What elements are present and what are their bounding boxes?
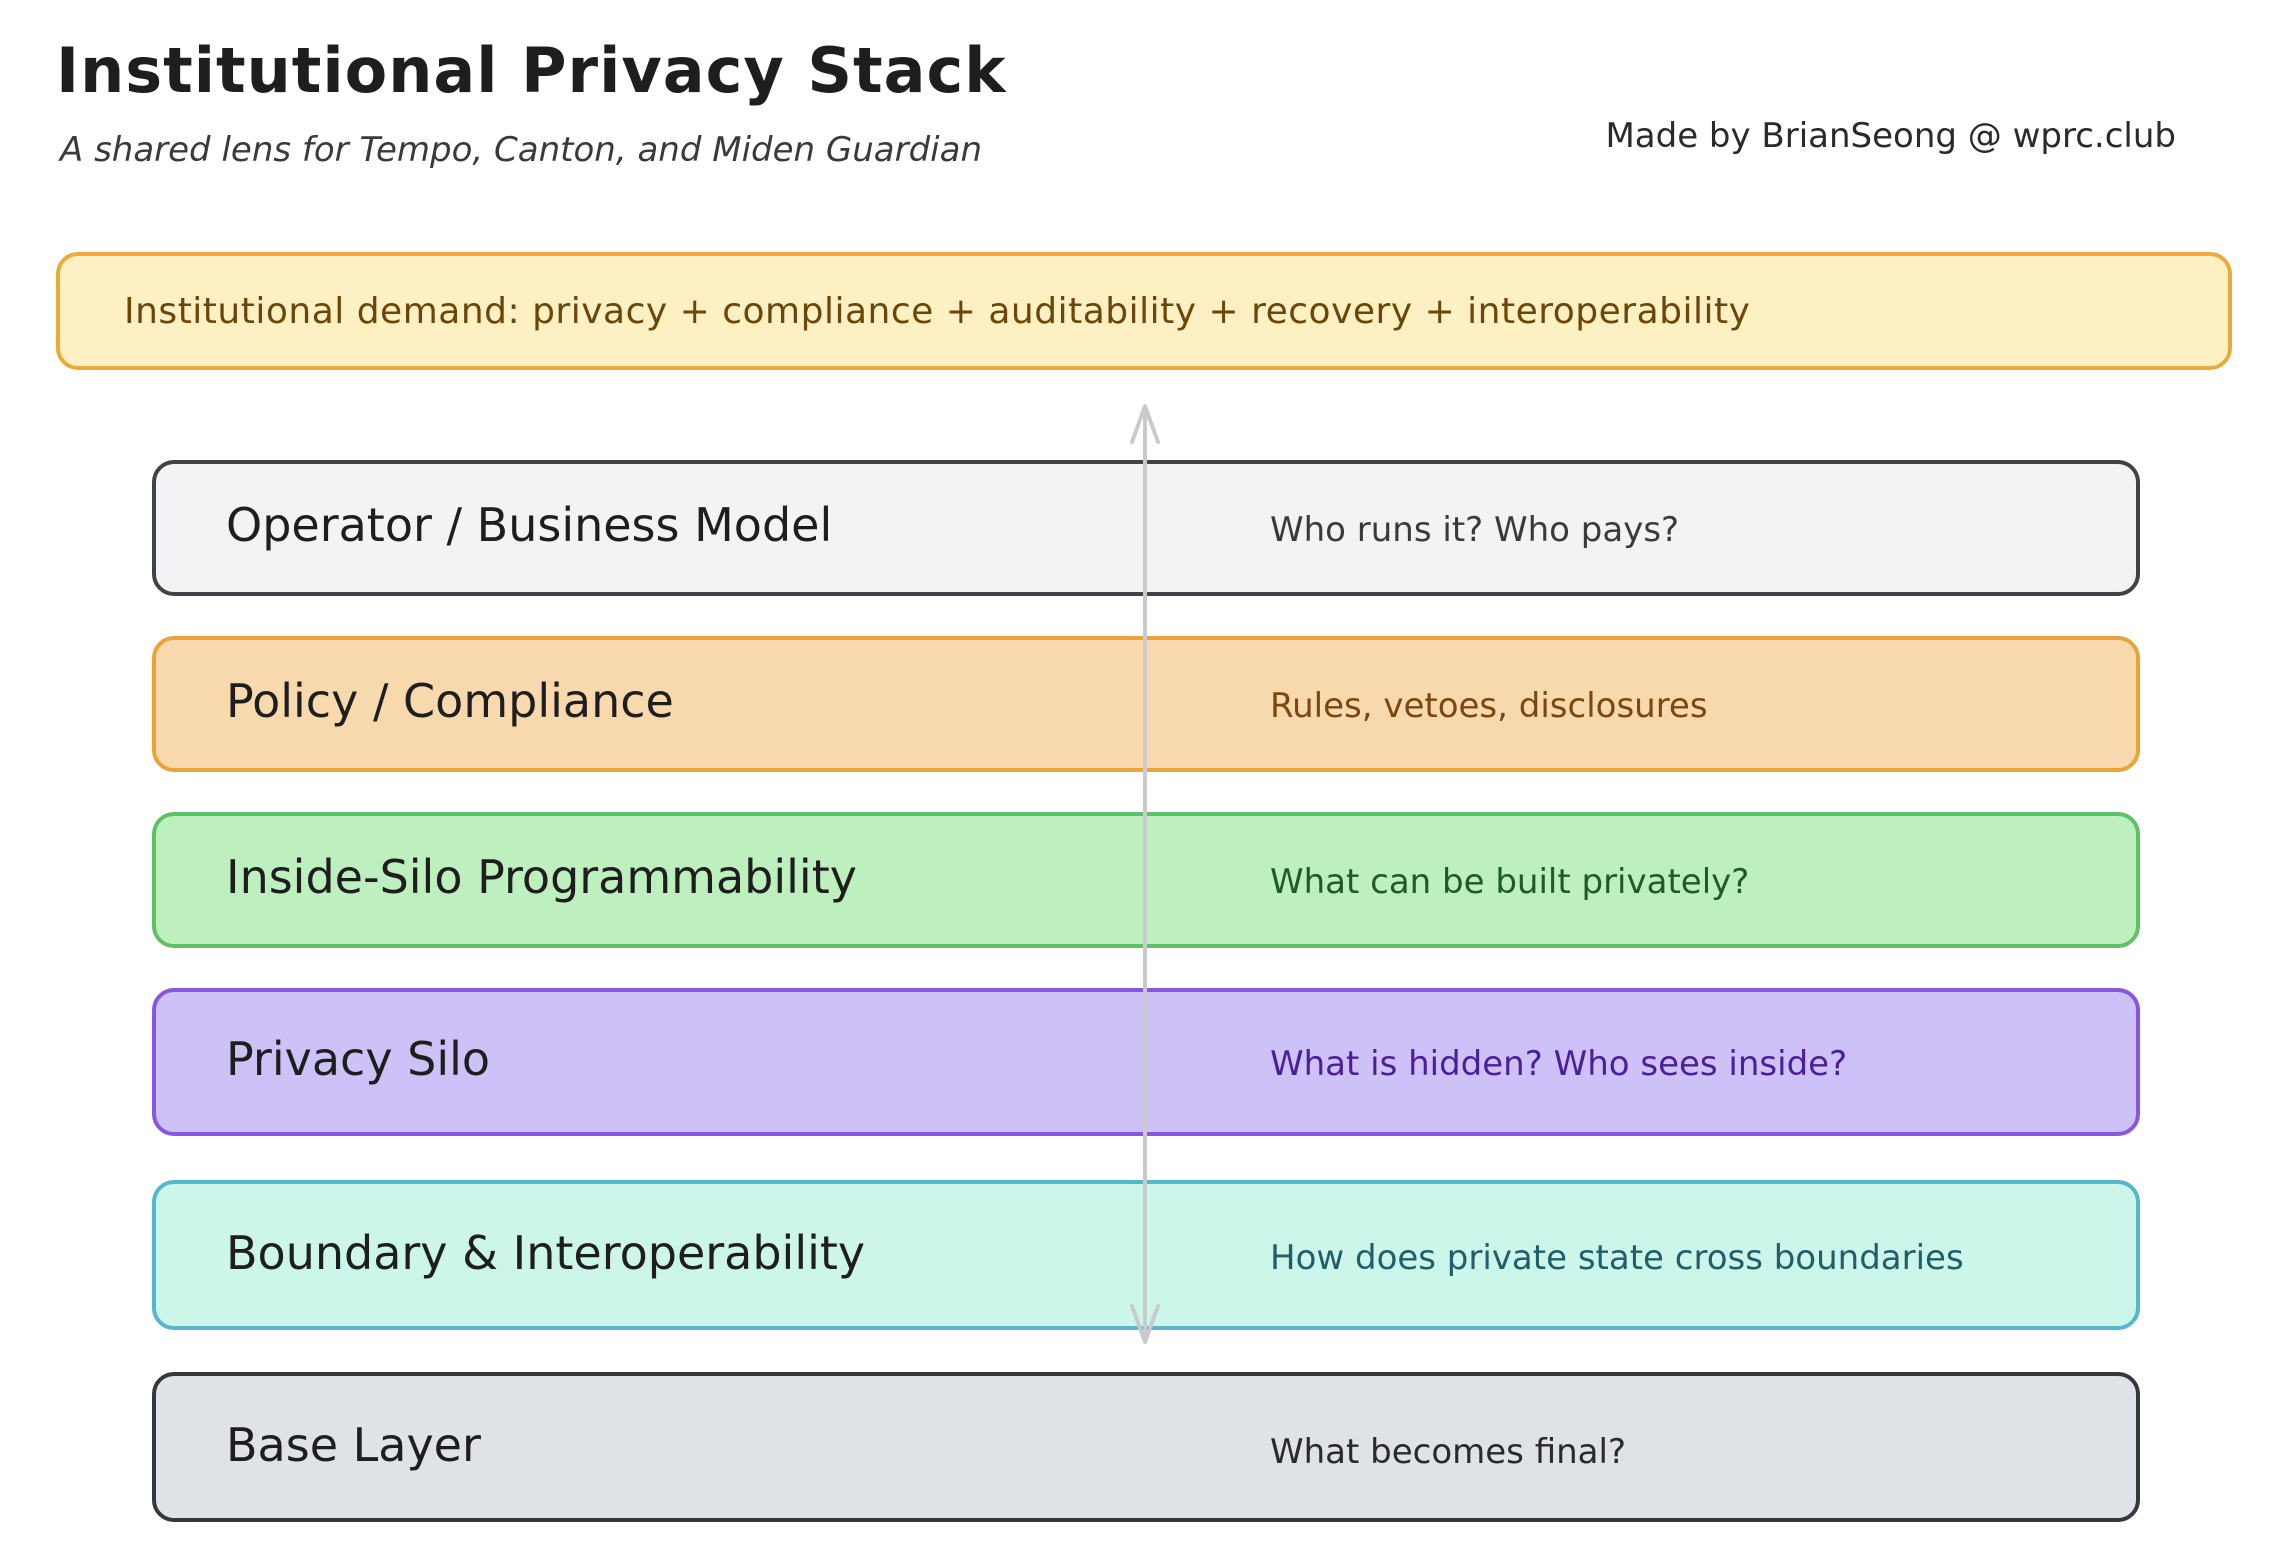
banner-text: Institutional demand: privacy + complian… (124, 290, 1751, 332)
layer-base-layer: Base Layer What becomes final? (152, 1372, 2140, 1522)
diagram-subtitle: A shared lens for Tempo, Canton, and Mid… (60, 130, 983, 170)
layer-question: Rules, vetoes, disclosures (1270, 686, 1708, 726)
layer-question: What is hidden? Who sees inside? (1270, 1044, 1848, 1084)
layer-operator-business-model: Operator / Business Model Who runs it? W… (152, 460, 2140, 596)
layer-title: Boundary & Interoperability (226, 1226, 866, 1280)
layer-title: Inside-Silo Programmability (226, 850, 857, 904)
layer-title: Base Layer (226, 1418, 481, 1472)
layer-question: Who runs it? Who pays? (1270, 510, 1680, 550)
layer-title: Privacy Silo (226, 1032, 491, 1086)
layer-question: What can be built privately? (1270, 862, 1750, 902)
layer-title: Operator / Business Model (226, 498, 833, 552)
layer-question: What becomes final? (1270, 1432, 1626, 1472)
layer-privacy-silo: Privacy Silo What is hidden? Who sees in… (152, 988, 2140, 1136)
diagram-title: Institutional Privacy Stack (56, 34, 1007, 107)
institutional-demand-banner: Institutional demand: privacy + complian… (56, 252, 2232, 370)
layer-boundary-interoperability: Boundary & Interoperability How does pri… (152, 1180, 2140, 1330)
author-credit: Made by BrianSeong @ wprc.club (1605, 116, 2176, 156)
layer-title: Policy / Compliance (226, 674, 674, 728)
layer-policy-compliance: Policy / Compliance Rules, vetoes, discl… (152, 636, 2140, 772)
arrow-head-up (1130, 404, 1160, 444)
layer-inside-silo-programmability: Inside-Silo Programmability What can be … (152, 812, 2140, 948)
layer-question: How does private state cross boundaries (1270, 1238, 1964, 1278)
